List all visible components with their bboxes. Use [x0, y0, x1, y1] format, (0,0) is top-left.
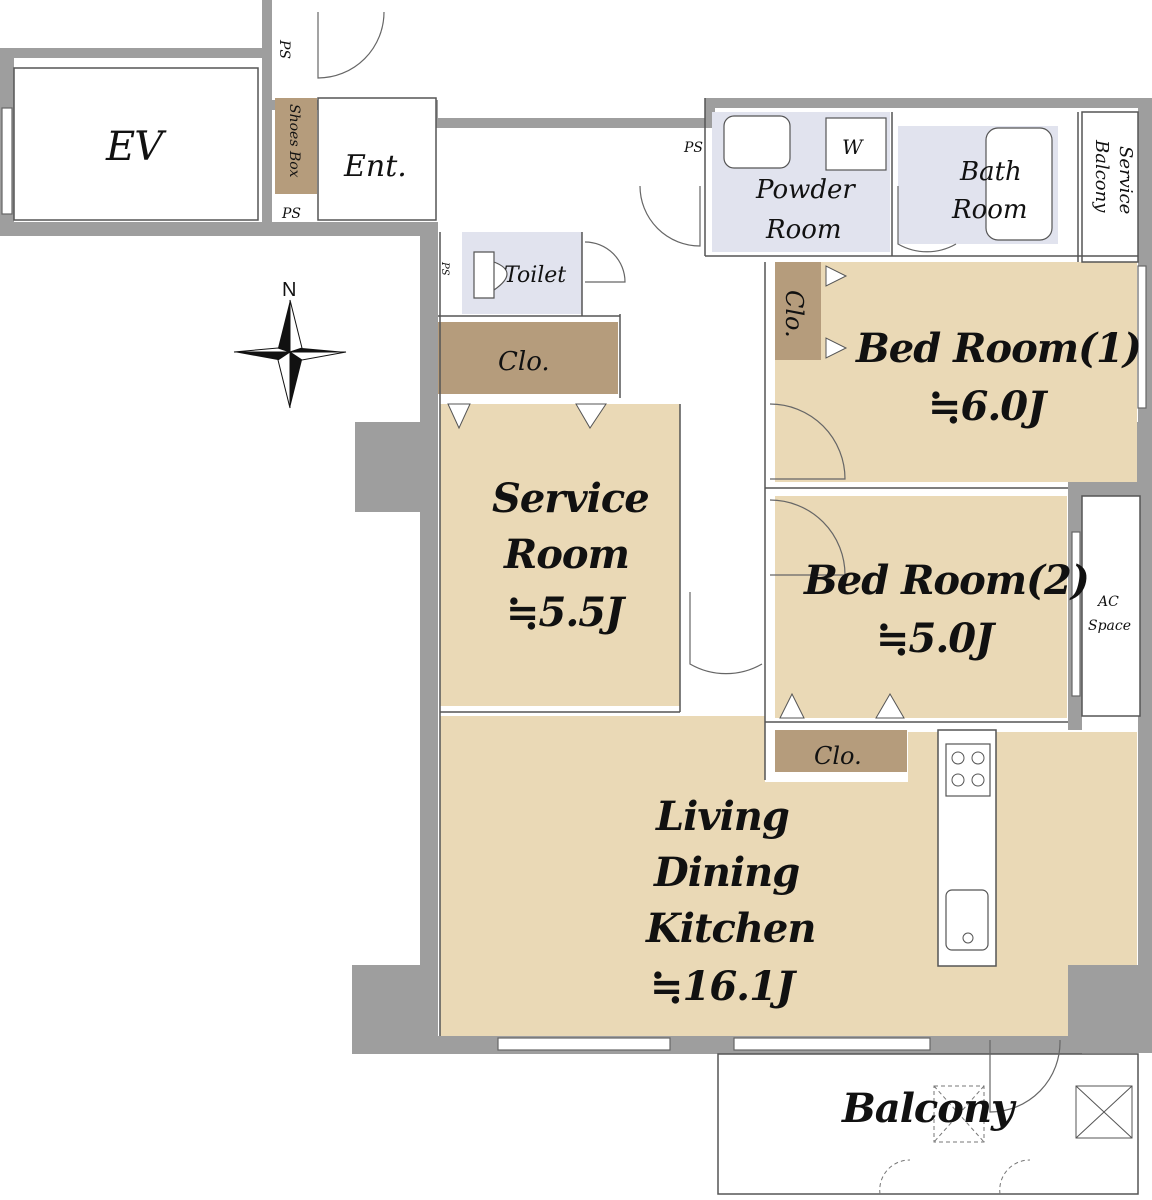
ldk-label-1: Living	[655, 793, 789, 840]
service-room-area: ≒5.5J	[506, 589, 627, 636]
ev-label: EV	[105, 124, 167, 170]
hatch-icon	[933, 1085, 985, 1143]
bath-room-label-1: Bath	[959, 157, 1022, 187]
bed-room-2-area: ≒5.0J	[876, 615, 997, 662]
service-balcony-label-1: Service	[1115, 146, 1136, 214]
ac-space-label-2: Space	[1088, 618, 1131, 634]
shoes-box-label: Shoes Box	[286, 104, 302, 178]
service-room-label-2: Room	[503, 531, 629, 578]
windows	[1, 107, 1147, 1051]
bath-room-label-2: Room	[951, 195, 1028, 225]
bed-room-1-label: Bed Room(1)	[855, 325, 1141, 372]
closet-bed1-label: Clo.	[780, 290, 808, 338]
ldk-label-3: Kitchen	[645, 905, 815, 952]
toilet-icon	[473, 251, 508, 299]
service-room-label-1: Service	[492, 475, 649, 522]
bathtub-icon	[985, 127, 1053, 241]
compass: N	[233, 279, 347, 409]
service-balcony-label-2: Balcony	[1091, 139, 1112, 213]
doors	[317, 11, 1061, 1113]
fixtures	[473, 115, 1133, 1195]
room-labels: EV Ent. Shoes Box PS PS PS PS W Powder R…	[105, 39, 1142, 1132]
closet-service-label: Clo.	[498, 347, 550, 377]
closet-bed2-label: Clo.	[814, 742, 862, 770]
balcony-label: Balcony	[841, 1085, 1017, 1132]
powder-room-label-1: Powder	[755, 175, 856, 205]
entrance-label: Ent.	[343, 149, 407, 184]
ldk-label-2: Dining	[653, 849, 799, 896]
toilet-label: Toilet	[504, 263, 566, 288]
ldk-area: ≒16.1J	[650, 963, 798, 1010]
ps-top-label: PS	[276, 39, 292, 59]
washbasin-icon	[723, 115, 791, 169]
interior-walls	[438, 98, 1138, 1036]
compass-north-label: N	[282, 279, 296, 301]
washer-icon	[825, 117, 887, 171]
ps-powder-label: PS	[683, 140, 703, 156]
bed-room-1-area: ≒6.0J	[928, 383, 1049, 430]
ac-space-label-1: AC	[1096, 594, 1119, 610]
ps-ent-label: PS	[281, 206, 301, 222]
bed-room-2-label: Bed Room(2)	[803, 557, 1089, 604]
washer-label: W	[842, 135, 864, 159]
ps-toilet-label: PS	[439, 261, 450, 276]
powder-room-label-2: Room	[765, 215, 842, 245]
